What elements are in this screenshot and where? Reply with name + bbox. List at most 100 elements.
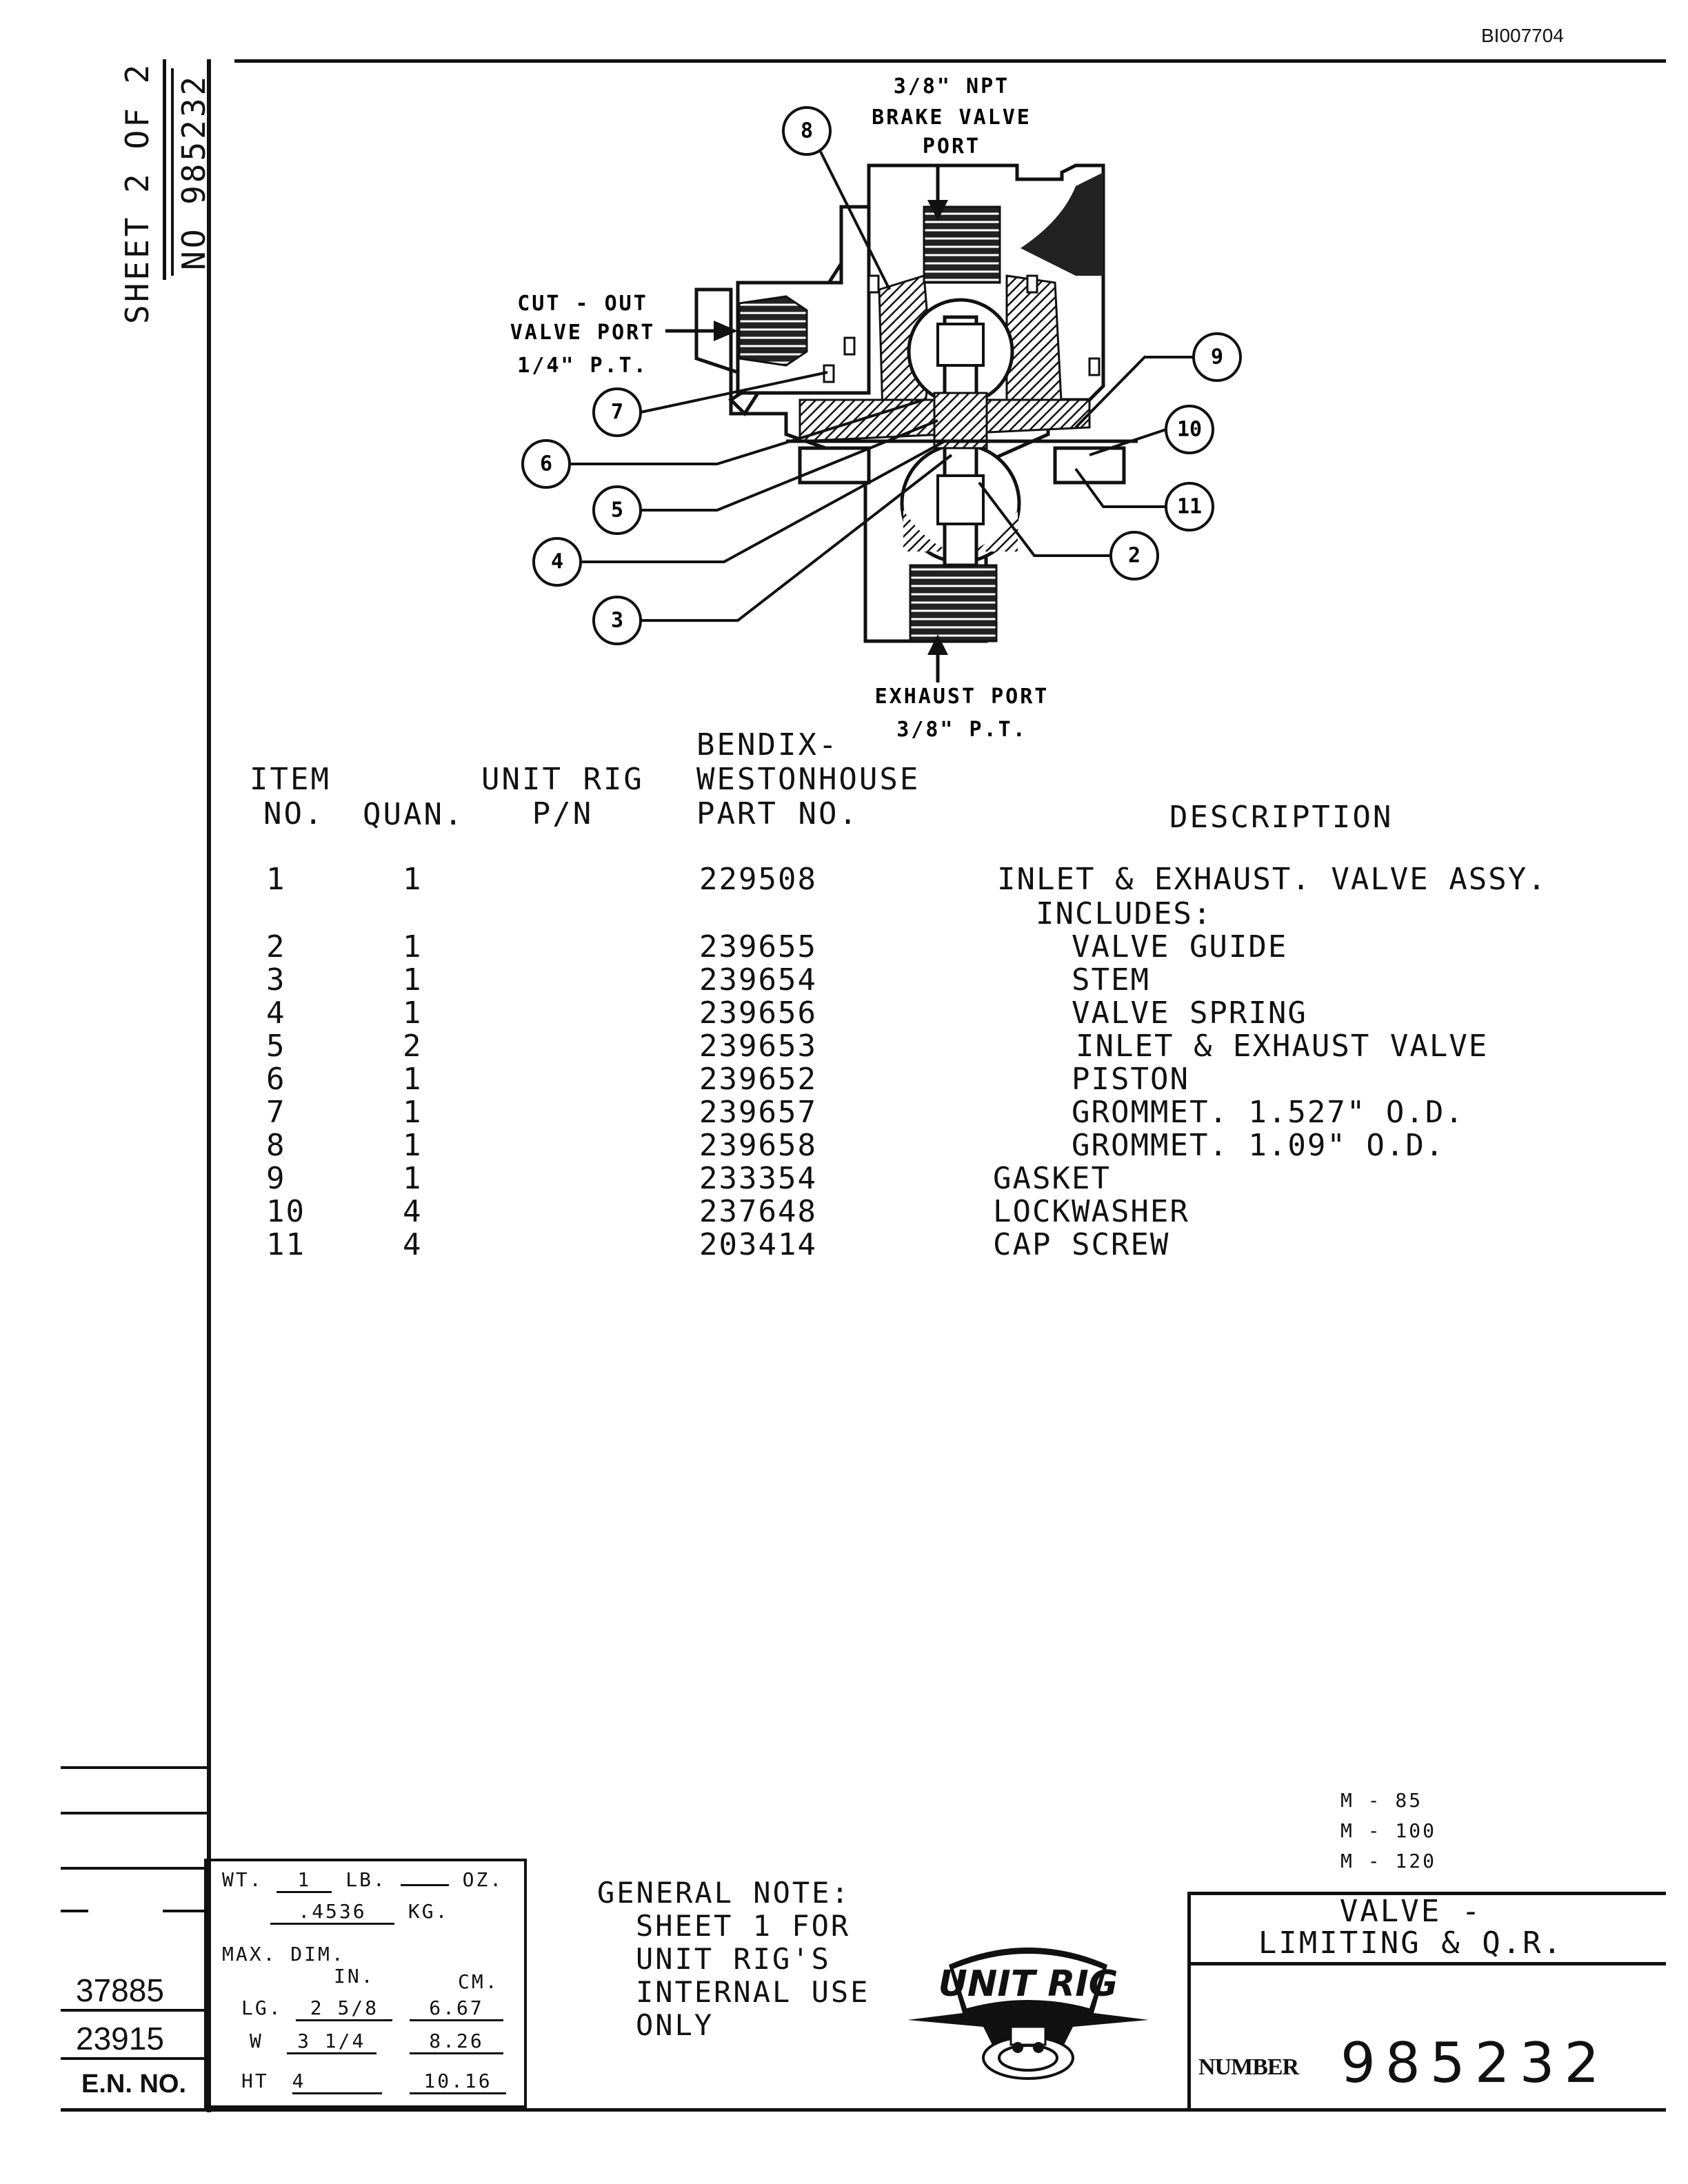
part-title-line1: VALVE - [1339, 1894, 1483, 1929]
en-number: 37885 [76, 1972, 164, 2008]
cutout-port-label: CUT - OUT [517, 292, 648, 316]
part-number: 233354 [699, 1161, 817, 1196]
max-dim-label: MAX. DIM. [222, 1943, 345, 1965]
header-item-line1: ITEM [250, 762, 331, 797]
right-cap-screw [1053, 446, 1126, 485]
cutout-port-label-2: VALVE PORT [510, 321, 656, 345]
oz-blank [400, 1884, 449, 1886]
general-note-title: GENERAL NOTE: [597, 1876, 851, 1910]
quantity: 1 [403, 995, 423, 1031]
callout-8-label: 8 [801, 119, 813, 143]
callout-5-label: 5 [611, 498, 623, 523]
model-list: M - 85 M - 100 M - 120 [1340, 1786, 1436, 1877]
lb-label: LB. [345, 1868, 387, 1891]
item-no: 1 [266, 862, 286, 897]
height-label: HT [241, 2070, 269, 2092]
table-row: 4 1 239656 VALVE SPRING [0, 995, 1688, 1031]
length-in: 2 5/8 [296, 1996, 393, 2021]
header-item-line2: NO. [263, 796, 325, 831]
weight-label: WT. [222, 1868, 263, 1891]
top-threaded-port [923, 205, 1001, 284]
callout-10 [1089, 405, 1214, 456]
weight-lb: 1 [277, 1868, 332, 1893]
length-cm: 6.67 [410, 1996, 503, 2021]
item-no: 5 [266, 1029, 286, 1064]
callout-7 [592, 371, 828, 437]
callout-3 [592, 454, 953, 645]
quantity: 1 [403, 962, 423, 998]
header-bendix: BENDIX- WESTONHOUSE PART NO. [696, 728, 920, 831]
header-quan: QUAN. [363, 797, 465, 832]
width-row: W 3 1/4 [250, 2030, 376, 2054]
part-number: 237648 [699, 1194, 817, 1229]
rev-line [163, 1910, 207, 1912]
part-number: 229508 [699, 862, 817, 897]
callout-4 [532, 440, 945, 587]
table-row: 11 4 203414 CAP SCREW [0, 1227, 1688, 1262]
weight-kg: .4536 [270, 1900, 394, 1925]
bottom-border [61, 2108, 1666, 2112]
length-row: LG. 2 5/8 [241, 1996, 393, 2021]
lower-valve-head [936, 474, 985, 525]
callout-11-label: 11 [1177, 495, 1202, 519]
bottom-threaded-port [909, 564, 998, 643]
body-shading-upper-right [1005, 274, 1063, 415]
rev-line [61, 1867, 207, 1870]
description: VALVE GUIDE [1072, 929, 1288, 964]
brake-port-label: BRAKE VALVE [872, 105, 1032, 130]
item-no: 10 [266, 1194, 305, 1229]
callout-2 [978, 481, 1159, 580]
model-item: M - 120 [1340, 1850, 1437, 1872]
sheet-label: SHEET 2 OF 2 [119, 61, 156, 324]
description: GROMMET. 1.09" O.D. [1072, 1128, 1445, 1163]
sheet-label-block: SHEET 2 OF 2 [119, 62, 156, 324]
valve-cross-section-drawing: 8 9 10 11 2 3 4 5 6 7 3/8" NPT BRAKE VAL… [510, 74, 1242, 742]
general-note-line: SHEET 1 FOR [636, 1909, 851, 1943]
brake-port-size: 3/8" NPT [894, 74, 1010, 99]
length-label: LG. [241, 1996, 283, 2019]
quantity: 1 [403, 1128, 423, 1163]
part-number: 239654 [699, 962, 817, 998]
item-no: 3 [266, 962, 286, 998]
description: VALVE SPRING [1072, 995, 1307, 1031]
general-note: GENERAL NOTE: SHEET 1 FOR UNIT RIG'S INT… [597, 1877, 870, 2042]
unit-rig-logo: UNIT RIG [907, 1948, 1149, 2080]
logo-text: UNIT RIG [938, 1963, 1118, 2005]
in-label: IN. [334, 1965, 375, 1988]
height-cm: 10.16 [410, 2070, 506, 2094]
part-title-line2: LIMITING & Q.R. [1258, 1925, 1564, 1961]
en-number: 23915 [76, 2021, 164, 2056]
callout-10-label: 10 [1177, 418, 1202, 442]
cutout-port-size: 1/4" P.T. [517, 354, 648, 378]
callout-3-label: 3 [611, 609, 623, 633]
description: INLET & EXHAUST VALVE [1076, 1029, 1489, 1064]
table-row: INCLUDES: [0, 896, 1688, 931]
lower-chamber-hatch [903, 510, 1018, 552]
description: LOCKWASHER [993, 1194, 1189, 1229]
document-id: BI007704 [1481, 25, 1564, 46]
callout-7-label: 7 [611, 401, 623, 425]
en-number-label: E.N. NO. [81, 2070, 187, 2099]
header-unitrig-line2: P/N [532, 796, 594, 831]
description: INLET & EXHAUST. VALVE ASSY. [997, 862, 1547, 897]
quantity: 1 [403, 1062, 423, 1097]
exhaust-port-label: EXHAUST PORT [875, 685, 1049, 709]
left-margin-line [163, 59, 166, 280]
rev-line [61, 2057, 207, 2060]
part-number: 203414 [699, 1227, 817, 1262]
item-no: 6 [266, 1062, 286, 1097]
width-cm: 8.26 [410, 2030, 503, 2054]
title-block-top-border [1187, 1892, 1666, 1895]
part-number: 239655 [699, 929, 817, 964]
quantity: 1 [403, 1161, 423, 1196]
height-in: 4 [292, 2070, 382, 2094]
title-block-left-border [1187, 1892, 1191, 2110]
item-no: 9 [266, 1161, 286, 1196]
table-row: 6 1 239652 PISTON [0, 1062, 1688, 1097]
sheet-number-block: NO 985232 [171, 68, 214, 276]
cutout-threaded-port [738, 295, 808, 367]
body-shading-right-ear [1021, 172, 1103, 276]
item-no: 11 [266, 1227, 305, 1262]
kg-row: .4536 KG. [270, 1900, 449, 1925]
callout-9-label: 9 [1211, 345, 1223, 370]
